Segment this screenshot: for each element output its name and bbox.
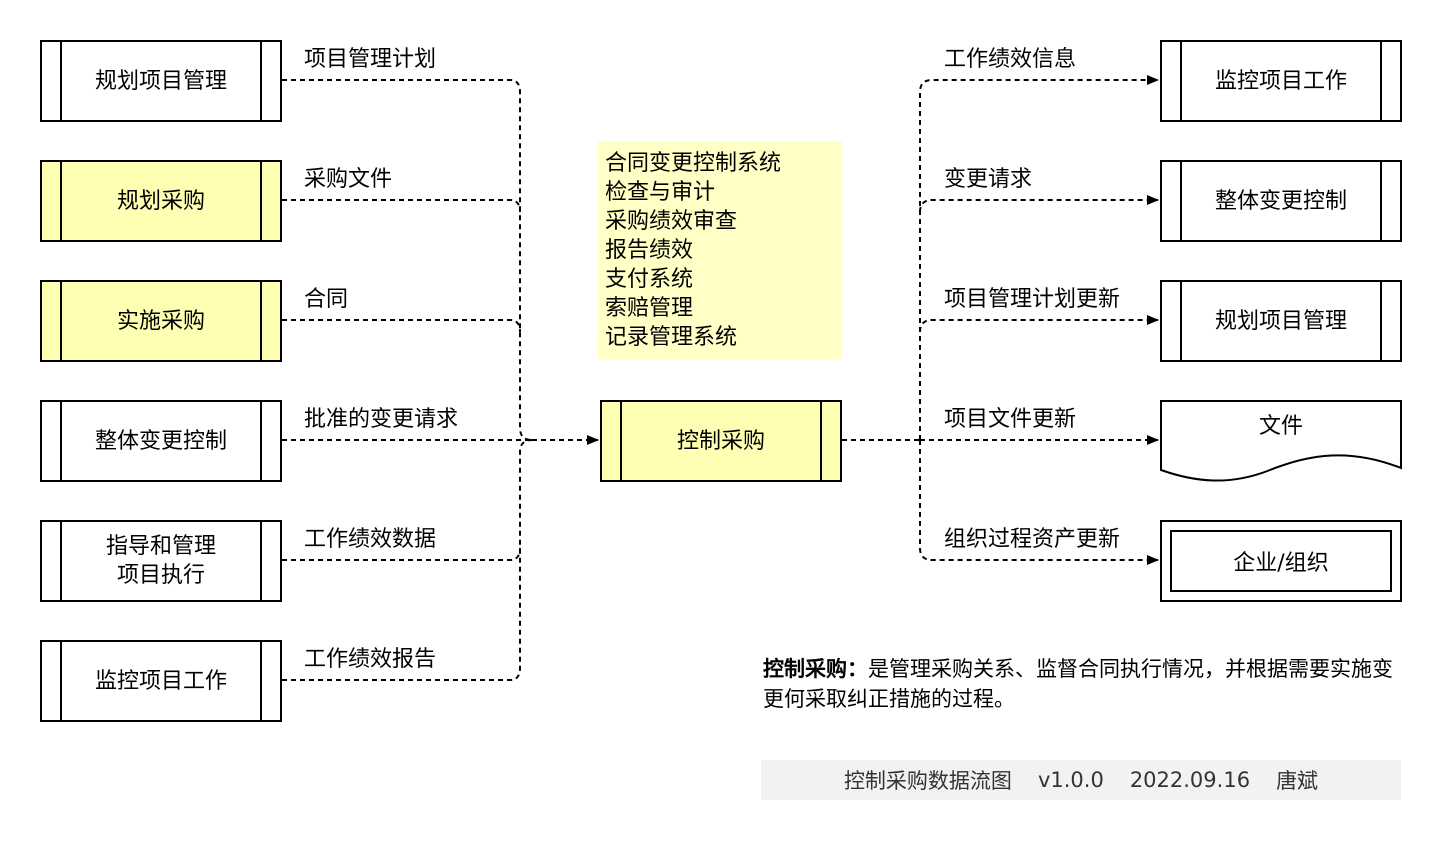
definition-text: 是管理采购关系、监督合同执行情况，并根据需要实施变更何采取纠正措施的过程。 <box>763 657 1393 711</box>
input-flow-label: 合同 <box>304 287 349 312</box>
process-label: 控制采购 <box>676 428 765 454</box>
output-target-documents: 文件 <box>1160 400 1402 484</box>
tool-item: 检查与审计 <box>605 180 716 205</box>
tool-item: 合同变更控制系统 <box>605 151 782 176</box>
process-label: 整体变更控制 <box>1214 188 1347 214</box>
flow-line-output-2 <box>919 195 1159 213</box>
document-label: 文件 <box>1258 414 1303 439</box>
input-process-plan-project-management: 规划项目管理 <box>40 40 282 122</box>
tools-techniques-box: 合同变更控制系统 检查与审计 采购绩效审查 报告绩效 支付系统 索赔管理 记录管… <box>598 141 842 360</box>
input-process-direct-manage-execution: 指导和管理 项目执行 <box>40 520 282 602</box>
process-label: 实施采购 <box>116 308 205 334</box>
process-label: 指导和管理 项目执行 <box>105 534 216 588</box>
flow-line-output-5 <box>919 440 1159 565</box>
footer-author: 唐斌 <box>1276 769 1319 793</box>
flow-line-output-1 <box>919 75 1159 440</box>
process-label: 监控项目工作 <box>94 668 227 694</box>
process-label: 整体变更控制 <box>94 428 227 454</box>
output-flow-label: 工作绩效信息 <box>944 47 1077 72</box>
tool-item: 记录管理系统 <box>605 325 738 350</box>
flow-line-input-6 <box>282 439 533 681</box>
process-label: 规划项目管理 <box>94 68 227 94</box>
footer-caption: 控制采购数据流图 v1.0.0 2022.09.16 唐斌 <box>761 760 1401 800</box>
input-flow-label: 采购文件 <box>304 167 393 192</box>
tool-item: 索赔管理 <box>605 296 694 321</box>
output-target-integrated-change-control: 整体变更控制 <box>1160 160 1402 242</box>
flow-line-input-2 <box>282 199 521 213</box>
input-flow-label: 工作绩效报告 <box>304 647 437 672</box>
input-process-integrated-change-control: 整体变更控制 <box>40 400 282 482</box>
output-flow-label: 项目文件更新 <box>944 407 1077 432</box>
flow-line-output-3 <box>919 315 1159 333</box>
flow-line-input-3 <box>282 319 521 333</box>
input-process-monitor-project-work: 监控项目工作 <box>40 640 282 722</box>
input-flow-label: 批准的变更请求 <box>304 407 459 432</box>
output-flow-label: 项目管理计划更新 <box>944 287 1121 312</box>
input-flow-label: 工作绩效数据 <box>304 527 437 552</box>
input-process-conduct-procurement: 实施采购 <box>40 280 282 362</box>
process-label: 监控项目工作 <box>1214 68 1347 94</box>
input-flow-label: 项目管理计划 <box>304 47 437 72</box>
organization-label: 企业/组织 <box>1170 530 1392 592</box>
tool-item: 支付系统 <box>605 267 694 292</box>
flow-line-input-1 <box>282 79 533 441</box>
output-target-monitor-project-work: 监控项目工作 <box>1160 40 1402 122</box>
process-label: 规划采购 <box>116 188 205 214</box>
footer-version: v1.0.0 <box>1037 768 1104 792</box>
tool-item: 采购绩效审查 <box>605 209 738 234</box>
center-process-control-procurements: 控制采购 <box>600 400 842 482</box>
footer-title: 控制采购数据流图 <box>843 769 1012 793</box>
tool-item: 报告绩效 <box>605 238 694 263</box>
output-flow-label: 变更请求 <box>944 167 1033 192</box>
document-shape-icon <box>1160 400 1402 482</box>
process-definition: 控制采购：是管理采购关系、监督合同执行情况，并根据需要实施变更何采取纠正措施的过… <box>763 654 1403 714</box>
output-target-enterprise-organization: 企业/组织 <box>1160 520 1402 602</box>
footer-date: 2022.09.16 <box>1129 768 1251 792</box>
input-process-plan-procurement: 规划采购 <box>40 160 282 242</box>
definition-term: 控制采购： <box>763 657 868 681</box>
process-label: 规划项目管理 <box>1214 308 1347 334</box>
output-flow-label: 组织过程资产更新 <box>944 527 1121 552</box>
output-target-plan-project-management: 规划项目管理 <box>1160 280 1402 362</box>
